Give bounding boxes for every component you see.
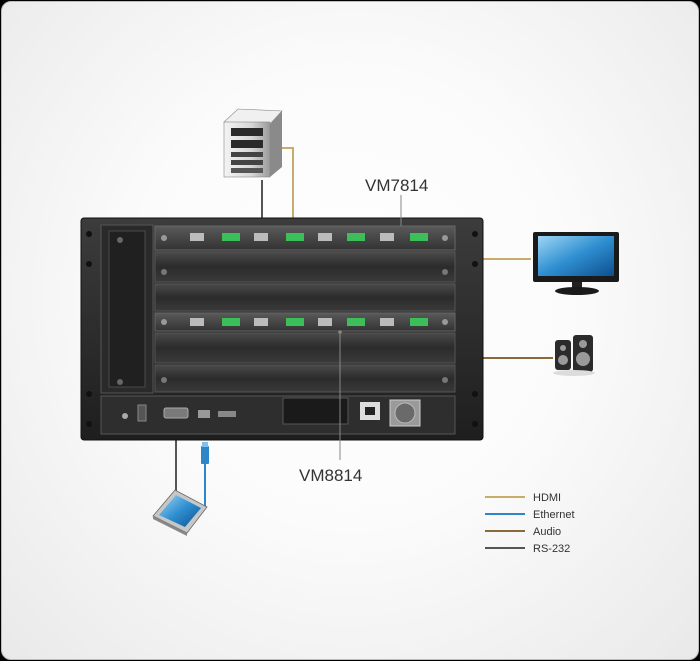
legend-ethernet-label: Ethernet: [533, 509, 575, 521]
legend-hdmi-label: HDMI: [533, 492, 561, 504]
vm8814-label: VM8814: [299, 466, 362, 485]
lcd-monitor-icon[interactable]: [533, 232, 619, 295]
pc-tower-icon[interactable]: [223, 108, 283, 178]
card-vm8814: [154, 312, 456, 332]
touch-panel-icon[interactable]: [152, 489, 208, 536]
card-vm7814: [154, 225, 456, 251]
speakers-icon[interactable]: [553, 335, 595, 376]
vm7814-label: VM7814: [365, 176, 428, 195]
ethernet-plug-icon: [201, 442, 209, 464]
legend-audio-label: Audio: [533, 526, 561, 538]
legend: HDMI Ethernet Audio RS-232: [485, 492, 575, 555]
legend-rs232-label: RS-232: [533, 543, 570, 555]
